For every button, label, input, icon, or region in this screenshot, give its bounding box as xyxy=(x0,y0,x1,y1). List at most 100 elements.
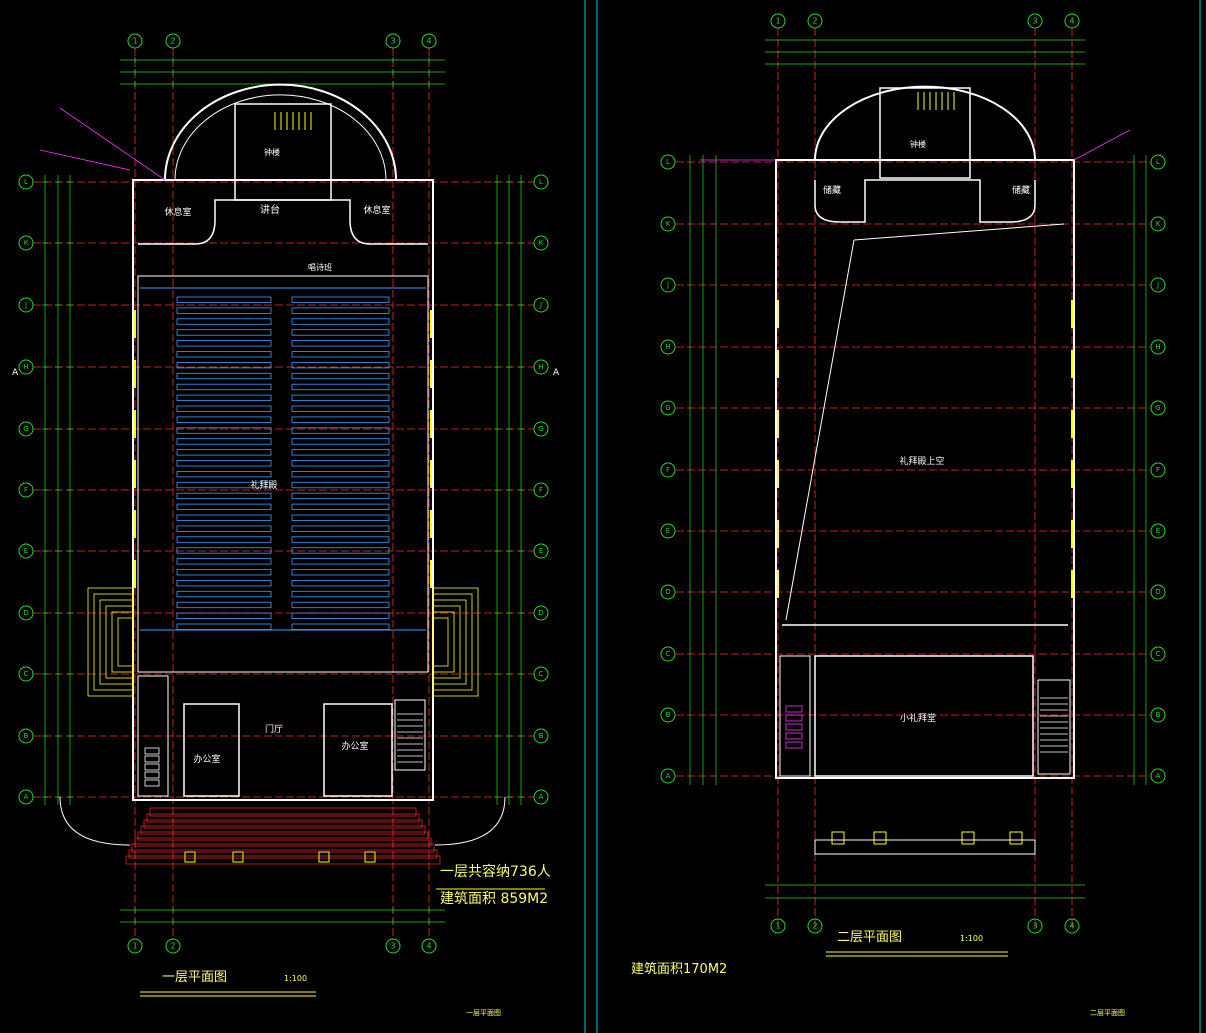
entrance-step xyxy=(134,837,432,847)
axis-row-label-left: H xyxy=(665,343,670,351)
room-stair-top-2-label: 钟楼 xyxy=(910,139,926,149)
axis-row-bubble-left xyxy=(18,421,34,437)
axis-row-label-left: J xyxy=(666,281,669,289)
pew-left xyxy=(176,449,272,456)
entrance-column xyxy=(364,851,376,863)
toilet-fixture xyxy=(785,714,803,722)
axis-col-bubble-bottom xyxy=(1027,918,1043,934)
pew-left xyxy=(176,547,272,554)
axis-col-label-top: 2 xyxy=(812,17,817,26)
axis-row-bubble-right xyxy=(1150,646,1166,662)
axis-row-label-right: B xyxy=(1156,711,1161,719)
sheet2-footer-note: 二层平面图 xyxy=(1090,1009,1125,1017)
toilet-fixture xyxy=(144,779,160,787)
pew-right xyxy=(291,470,390,478)
axis-col-bubble-top xyxy=(127,33,143,49)
axis-row-bubble-left xyxy=(18,789,34,805)
pew-right xyxy=(291,460,390,467)
axis-row-bubble-left xyxy=(18,235,34,251)
axis-row-bubble-right xyxy=(533,605,549,621)
toilet-block xyxy=(779,655,811,777)
axis-row-bubble-right xyxy=(1150,277,1166,293)
axis-col-label-bottom: 3 xyxy=(1032,922,1037,931)
stair-inner xyxy=(1037,679,1071,775)
axis-row-bubble-right xyxy=(533,359,549,375)
apse-arc xyxy=(164,83,397,181)
void-diagonal-left xyxy=(785,239,855,621)
axis-row-bubble-right xyxy=(1150,339,1166,355)
axis-row-label-right: E xyxy=(1156,527,1160,535)
stair-tower xyxy=(234,103,332,201)
axis-row-bubble-right xyxy=(1150,707,1166,723)
axis-row-bubble-right xyxy=(1150,768,1166,784)
axis-row-label-left: C xyxy=(24,670,29,678)
axis-row-label-left: A xyxy=(24,793,29,801)
storage-rooms xyxy=(814,179,1036,223)
pew-right xyxy=(291,383,390,391)
axis-row-bubble-left xyxy=(660,462,676,478)
pew-right xyxy=(291,601,390,609)
leader-line xyxy=(39,149,131,171)
pew-right xyxy=(291,296,390,303)
pew-left xyxy=(176,514,272,521)
axis-col-bubble-bottom xyxy=(385,938,401,954)
room-store-right-label: 储藏 xyxy=(1012,184,1030,196)
axis-col-label-bottom: 1 xyxy=(775,922,780,931)
sheet1-footer-note: 一层平面图 xyxy=(466,1009,501,1017)
pew-left xyxy=(176,405,272,412)
stair-right-step xyxy=(432,605,461,679)
toilet-fixture xyxy=(144,755,160,763)
pew-left xyxy=(176,525,272,532)
pew-right xyxy=(291,394,390,402)
axis-row-label-left: B xyxy=(666,711,671,719)
axis-row-bubble-left xyxy=(660,154,676,170)
axis-row-label-left: L xyxy=(24,178,28,186)
axis-row-bubble-right xyxy=(533,728,549,744)
room-lobby-label: 门厅 xyxy=(265,723,283,735)
axis-row-label-left: K xyxy=(24,239,29,247)
axis-col-label-top: 4 xyxy=(1069,17,1074,26)
section-mark-left: A xyxy=(12,368,19,378)
axis-row-label-right: A xyxy=(1156,772,1161,780)
pew-left xyxy=(176,416,272,423)
pew-right xyxy=(291,492,390,500)
stair-left-step xyxy=(117,617,134,667)
pew-right xyxy=(291,449,390,456)
axis-row-bubble-left xyxy=(660,400,676,416)
axis-row-label-right: C xyxy=(1156,650,1161,658)
entrance-step xyxy=(143,819,423,829)
axis-row-label-left: D xyxy=(23,609,28,617)
stair-left-step xyxy=(105,605,134,679)
room-small-hall-label: 小礼拜堂 xyxy=(900,712,936,724)
capacity-note: 一层共容纳736人 xyxy=(440,863,551,880)
stair-tower xyxy=(879,87,971,179)
corner-stair-right xyxy=(434,796,506,846)
toilet-fixture xyxy=(144,771,160,779)
toilet-fixture xyxy=(144,763,160,771)
pew-right xyxy=(291,438,390,445)
axis-row-label-right: E xyxy=(539,547,543,555)
pew-right xyxy=(291,547,390,554)
canopy-column xyxy=(961,831,975,845)
stair-right-step xyxy=(432,587,479,697)
axis-row-label-right: D xyxy=(1155,588,1160,596)
pew-right xyxy=(291,536,390,543)
axis-row-label-right: H xyxy=(538,363,543,371)
pew-right xyxy=(291,351,390,358)
axis-col-bubble-top xyxy=(421,33,437,49)
pew-right xyxy=(291,361,390,369)
pew-left xyxy=(176,372,272,380)
pew-right xyxy=(291,329,390,336)
room-office-right xyxy=(323,703,393,797)
axis-row-bubble-right xyxy=(533,666,549,682)
pew-left xyxy=(176,492,272,500)
pew-left xyxy=(176,590,272,598)
axis-col-label-top: 1 xyxy=(132,37,137,46)
room-office-right-label: 办公室 xyxy=(341,740,368,752)
pew-right xyxy=(291,427,390,434)
axis-row-bubble-right xyxy=(533,421,549,437)
pew-right xyxy=(291,340,390,347)
axis-row-label-left: F xyxy=(666,466,670,474)
